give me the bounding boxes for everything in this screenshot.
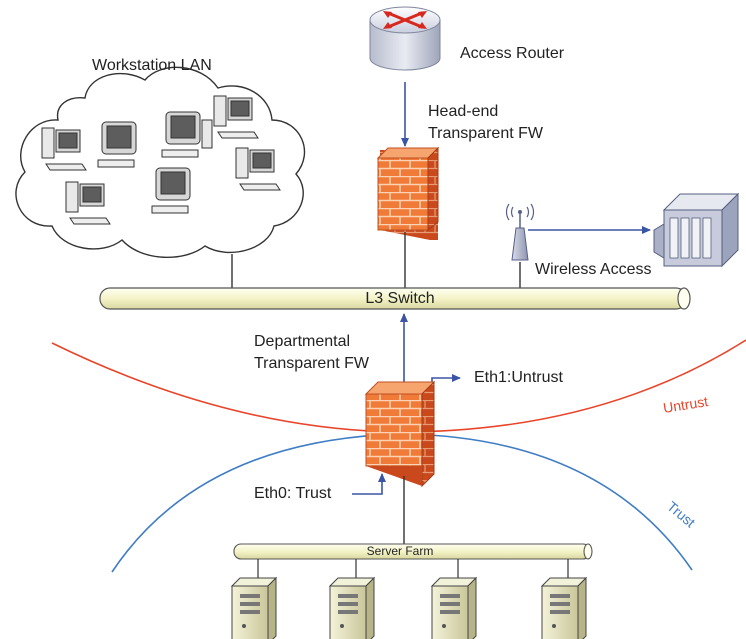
workstation-icon [97,121,137,168]
workstation-icon [235,147,281,191]
server-icon [540,576,588,639]
access-router-label: Access Router [460,45,565,62]
headend-fw-label-line1: Head-end [428,103,499,120]
workstation-lan-label: Workstation LAN [92,57,212,74]
untrust-zone-label: Untrust [662,393,709,416]
headend-firewall-icon [376,146,440,240]
eth1-arrow [431,374,461,392]
departmental-fw-label-line1: Departmental [254,333,351,350]
workstation-icons [41,95,281,225]
workstation-icon [161,111,213,158]
server-icon [230,576,278,639]
l3-switch-label: L3 Switch [365,290,435,307]
access-router-icon [369,6,441,71]
headend-fw-label-line2: Transparent FW [428,125,543,142]
workstation-icon [213,95,259,139]
eth0-label: Eth0: Trust [254,485,332,502]
server-icons [230,576,588,639]
trust-zone-label: Trust [664,498,698,530]
l3-switch-bus [99,287,691,310]
wireless-host-icon [653,192,740,268]
server-icon [328,576,376,639]
workstation-icon [151,167,191,214]
server-farm-label: Server Farm [366,544,434,558]
workstation-icon [41,127,87,171]
wireless-access-point-icon [505,203,535,261]
server-links [257,559,569,578]
eth1-label: Eth1:Untrust [474,369,563,386]
server-farm-bus [233,543,593,560]
wireless-access-label: Wireless Access [535,261,652,278]
server-icon [430,576,478,639]
workstation-icon [65,181,111,225]
departmental-firewall-icon [364,380,436,488]
departmental-fw-label-line2: Transparent FW [254,355,369,372]
eth0-arrow [352,473,386,495]
